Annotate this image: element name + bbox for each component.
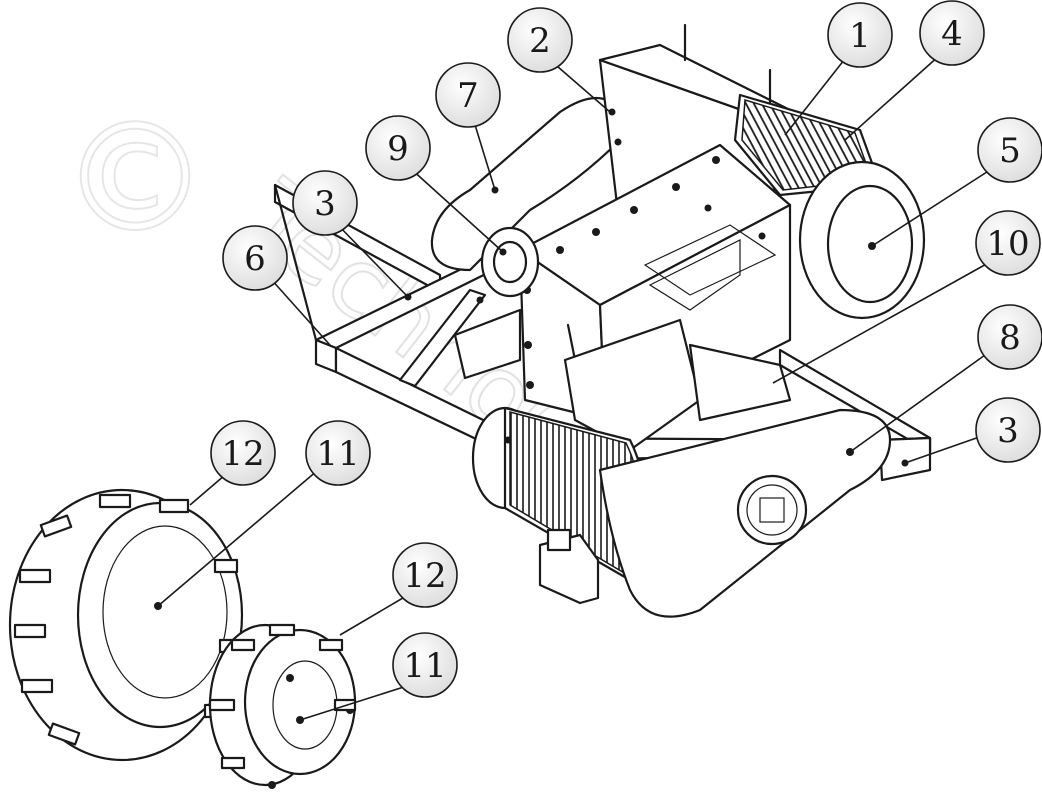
chute [563,318,792,452]
callout-7-label: 7 [457,76,479,116]
callout-6-label: 6 [244,239,266,279]
callout-12-small-wheel-label: 12 [403,556,446,596]
callout-4-label: 4 [941,14,963,54]
callout-3-right: 3 [975,397,1041,463]
callout-5-label: 5 [999,131,1021,171]
support-strut [398,288,522,388]
callout-1-label: 1 [849,16,871,56]
callout-6: 6 [222,225,288,291]
callout-1: 1 [827,2,893,68]
callout-11-small-wheel-label: 11 [403,646,446,686]
front-drum [471,406,647,582]
callout-11-large-wheel-label: 11 [316,434,359,474]
gearbox [538,528,600,605]
callout-12-large-wheel-label: 12 [221,434,264,474]
callout-4: 4 [919,0,985,66]
machine-assembly [273,23,932,618]
callout-12-small-wheel: 12 [392,542,458,608]
callout-7: 7 [435,62,501,128]
front-belt-guard [598,408,892,618]
leader-lines [157,54,991,721]
callout-9: 9 [365,115,431,181]
callout-3-right-label: 3 [997,411,1019,451]
pulley-vent-icon [736,474,808,546]
callout-8: 8 [977,304,1042,370]
callout-11-large-wheel: 11 [305,420,371,486]
callout-3-left: 3 [292,170,358,236]
callout-2: 2 [507,7,573,73]
motor-end-cap [798,160,926,320]
callout-2-label: 2 [529,21,551,61]
callout-10: 10 [975,210,1041,276]
large-wheel [8,488,244,762]
callout-12-large-wheel: 12 [210,420,276,486]
small-wheel-lugs [208,623,357,770]
callouts: 1 2 3 3 4 5 6 7 [210,0,1042,698]
small-pulley [480,226,540,298]
callout-9-label: 9 [387,129,409,169]
watermark-copyright-symbol: © [60,92,210,266]
small-wheel [208,623,357,789]
callout-5: 5 [977,117,1042,183]
callout-10-label: 10 [986,224,1029,264]
callout-8-label: 8 [999,318,1021,358]
callout-11-small-wheel: 11 [392,632,458,698]
callout-3-left-label: 3 [314,184,336,224]
